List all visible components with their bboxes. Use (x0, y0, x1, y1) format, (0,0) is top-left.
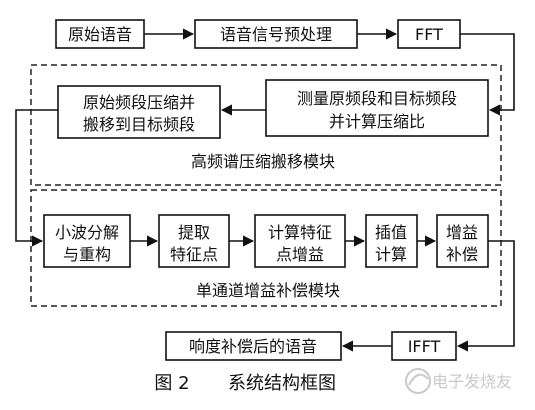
measure-label-line2: 并计算压缩比 (329, 112, 425, 131)
featuregain-label-line1: 计算特征 (268, 223, 332, 242)
ifft-label: IFFT (408, 337, 441, 356)
extract-label-line1: 提取 (178, 223, 210, 242)
preprocess-label: 语音信号预处理 (220, 25, 332, 44)
featuregain-label-line2: 点增益 (276, 245, 324, 264)
interp-node: 插值 计算 (365, 214, 418, 268)
high-freq-module-frame (30, 64, 502, 186)
compress-label-line1: 原始频段压缩并 (83, 93, 195, 112)
output-speech-label: 响度补偿后的语音 (189, 337, 317, 356)
figure-title: 系统结构框图 (228, 373, 336, 394)
gaincomp-label-line2: 补偿 (446, 245, 478, 264)
arrow-fft-to-measure (460, 33, 515, 116)
measure-label-line1: 测量原频段和目标频段 (297, 89, 457, 108)
high-freq-module-label: 高频谱压缩搬移模块 (191, 152, 335, 171)
compress-node: 原始频段压缩并 搬移到目标频段 (57, 85, 221, 139)
watermark-text: 电子发烧友 (432, 372, 512, 391)
extract-node: 提取 特征点 (158, 214, 230, 268)
original-speech-node: 原始语音 (55, 19, 145, 49)
single-channel-module-frame (30, 189, 502, 307)
output-speech-node: 响度补偿后的语音 (165, 331, 342, 361)
featuregain-node: 计算特征 点增益 (254, 214, 346, 268)
arrow-compress-to-wavelet (15, 109, 58, 247)
figure-number: 图 2 (154, 373, 189, 394)
interp-label-line2: 计算 (375, 245, 407, 264)
preprocess-node: 语音信号预处理 (194, 19, 358, 49)
wavelet-label-line1: 小波分解 (55, 223, 119, 242)
fft-node: FFT (397, 19, 461, 49)
compress-label-line2: 搬移到目标频段 (83, 115, 195, 134)
original-speech-label: 原始语音 (68, 25, 132, 44)
gaincomp-label-line1: 增益 (446, 223, 478, 242)
gaincomp-node: 增益 补偿 (436, 214, 489, 268)
fft-label: FFT (415, 25, 443, 44)
extract-label-line2: 特征点 (170, 245, 218, 264)
arrow-gaincomp-to-ifft (456, 240, 515, 352)
watermark-logo: 电子发烧友 (405, 368, 512, 394)
wavelet-node: 小波分解 与重构 (43, 214, 131, 268)
ifft-node: IFFT (391, 331, 457, 361)
interp-label-line1: 插值 (375, 223, 407, 242)
single-channel-module-label: 单通道增益补偿模块 (196, 281, 340, 300)
measure-node: 测量原频段和目标频段 并计算压缩比 (265, 79, 489, 137)
wavelet-label-line2: 与重构 (63, 245, 111, 264)
